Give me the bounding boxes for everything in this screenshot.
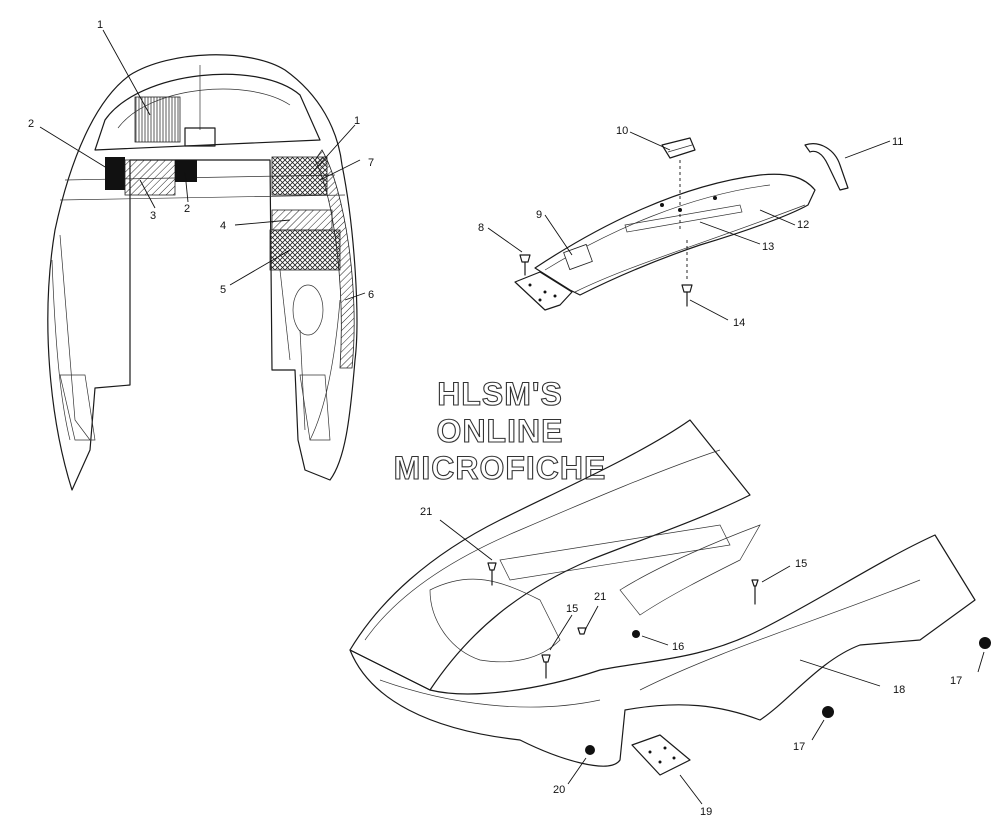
callout-17-left: 17 [793,741,805,753]
callout-15-center: 15 [566,603,578,615]
callout-21-center: 21 [594,591,606,603]
watermark: HLSM'S ONLINE MICROFICHE [393,375,607,486]
callout-4: 4 [220,220,226,232]
belly-pan-leader-lines [439,519,985,805]
callout-1-top: 1 [97,19,103,31]
callout-20: 20 [553,784,565,796]
callout-1-right: 1 [354,115,360,127]
watermark-line-3: MICROFICHE [394,450,607,486]
callout-12: 12 [797,219,809,231]
callout-18: 18 [893,684,905,696]
callout-21-left: 21 [420,506,432,518]
watermark-line-1: HLSM'S [437,376,563,412]
callout-2-left: 2 [28,118,34,130]
callout-7: 7 [368,157,374,169]
hood-leader-lines [39,29,366,301]
callout-6: 6 [368,289,374,301]
callout-10: 10 [616,125,628,137]
callout-5: 5 [220,284,226,296]
bracket-leader-lines [487,131,891,321]
bracket-assembly [514,137,849,311]
callout-14: 14 [733,317,745,329]
watermark-line-2: ONLINE [437,413,564,449]
callout-17-right: 17 [950,675,962,687]
belly-pan-assembly [349,419,991,776]
callout-16: 16 [672,641,684,653]
callout-8: 8 [478,222,484,234]
hood-rear-view [47,54,358,491]
callout-2-center: 2 [184,203,190,215]
callout-19: 19 [700,806,712,818]
callout-13: 13 [762,241,774,253]
callout-3: 3 [150,210,156,222]
callout-15-right: 15 [795,558,807,570]
callout-9: 9 [536,209,542,221]
callout-11: 11 [892,136,903,148]
